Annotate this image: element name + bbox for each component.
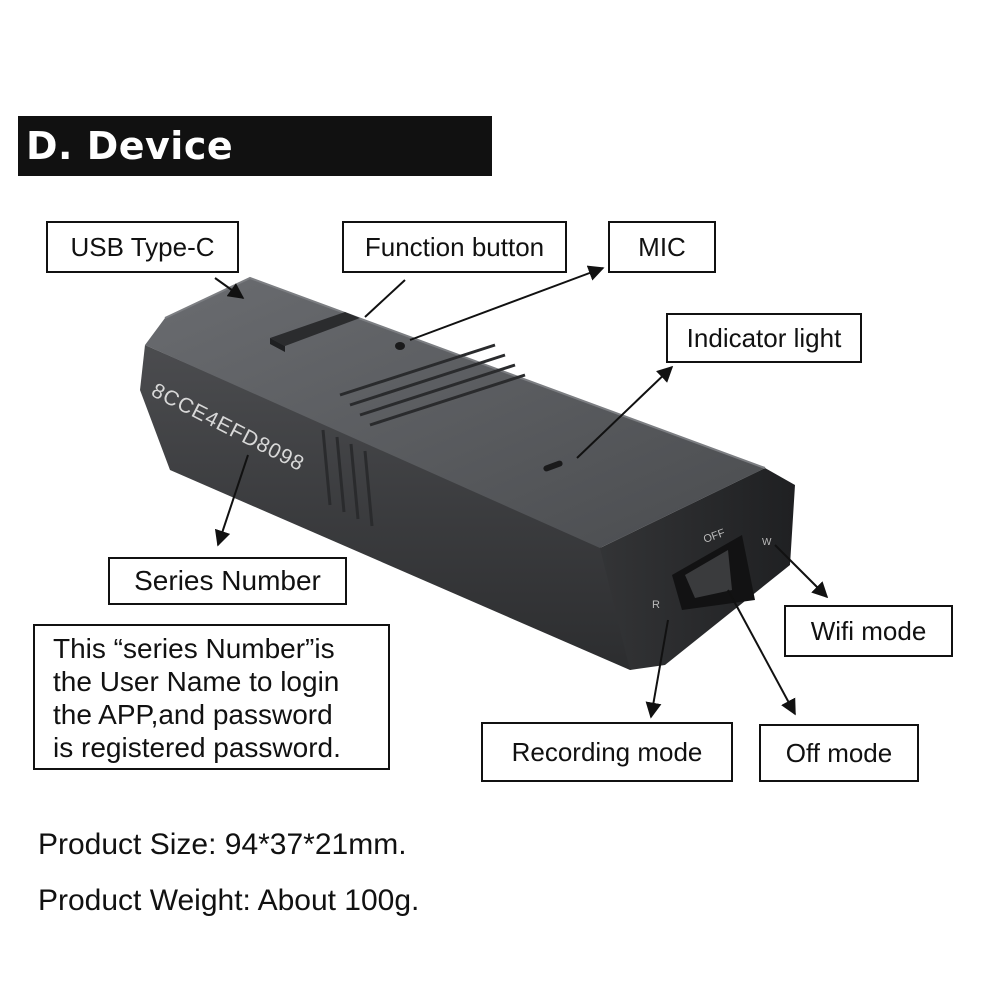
label-wifi-mode: Wifi mode [784, 605, 953, 657]
label-function-button: Function button [342, 221, 567, 273]
pointer-arrows [214, 265, 829, 719]
series-number-note: This “series Number”is the User Name to … [33, 624, 390, 770]
arrow-off [727, 589, 796, 716]
page-title: D. Device Description [18, 116, 492, 228]
arrow-indicator [576, 365, 674, 459]
arrow-usb [214, 277, 245, 299]
device-side-face [140, 345, 660, 670]
label-usb-type-c: USB Type-C [46, 221, 239, 273]
arrow-series [214, 454, 249, 547]
product-size: Product Size: 94*37*21mm. [38, 828, 407, 861]
mode-switch: OFF R W [652, 527, 772, 611]
arrow-recording [645, 619, 669, 719]
function-button-graphic [270, 312, 360, 352]
arrow-function-button [364, 279, 406, 318]
note-line: is registered password. [53, 732, 341, 763]
mic-hole [395, 342, 405, 350]
switch-w-label: W [762, 537, 772, 548]
label-recording-mode: Recording mode [481, 722, 733, 782]
label-indicator-light: Indicator light [666, 313, 862, 363]
product-weight: Product Weight: About 100g. [38, 884, 420, 917]
device-top-face [145, 278, 765, 548]
arrow-wifi [774, 544, 829, 599]
label-mic: MIC [608, 221, 716, 273]
label-off-mode: Off mode [759, 724, 919, 782]
note-line: This “series Number”is [53, 633, 335, 664]
note-line: the APP,and password [53, 699, 333, 730]
grip-ridges [321, 343, 526, 527]
note-line: the User Name to login [53, 666, 340, 697]
indicator-light-graphic [543, 460, 563, 472]
switch-r-label: R [652, 599, 660, 611]
arrow-mic [409, 265, 605, 341]
label-series-number: Series Number [108, 557, 347, 605]
